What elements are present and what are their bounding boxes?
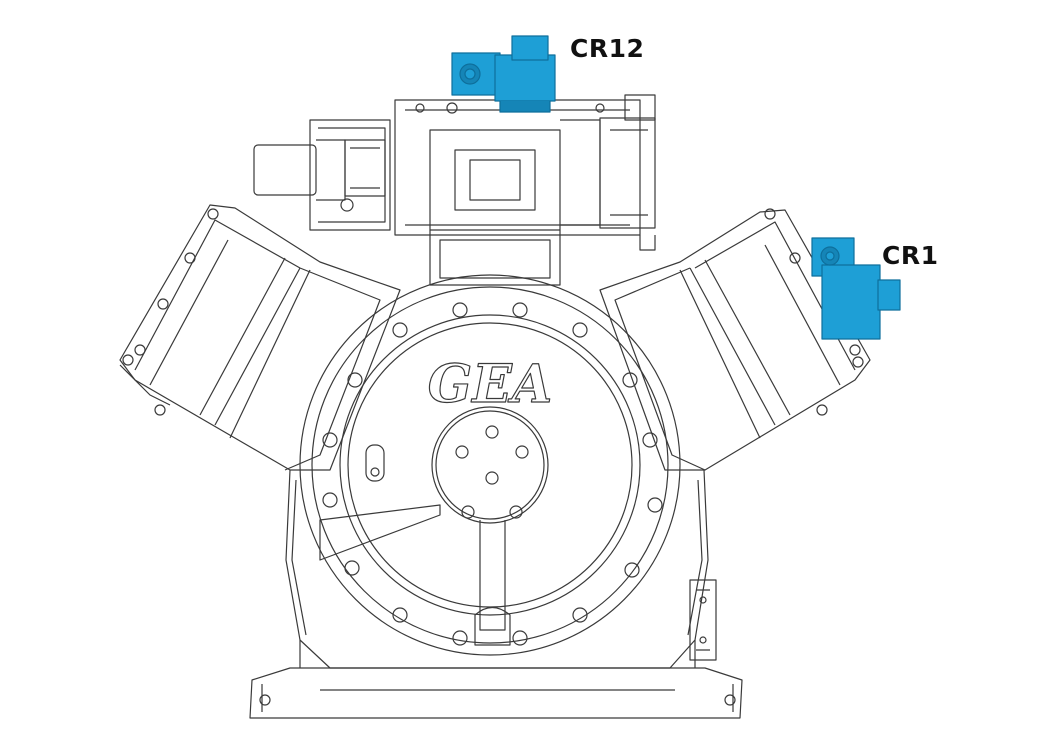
left-cylinder-bank (119, 204, 401, 471)
compressor-base (249, 640, 743, 719)
cr1-solenoid-icon (811, 237, 901, 340)
label-cr12: CR12 (570, 34, 645, 63)
top-valve-assembly (253, 94, 656, 286)
shaft-bolts (455, 425, 529, 519)
cr12-solenoid-icon (451, 35, 556, 113)
cover-bolts (322, 302, 663, 646)
crankcase (285, 469, 717, 669)
bearing-cover (299, 274, 681, 656)
label-cr1: CR1 (882, 241, 939, 270)
gea-logo: GEA (428, 354, 552, 415)
